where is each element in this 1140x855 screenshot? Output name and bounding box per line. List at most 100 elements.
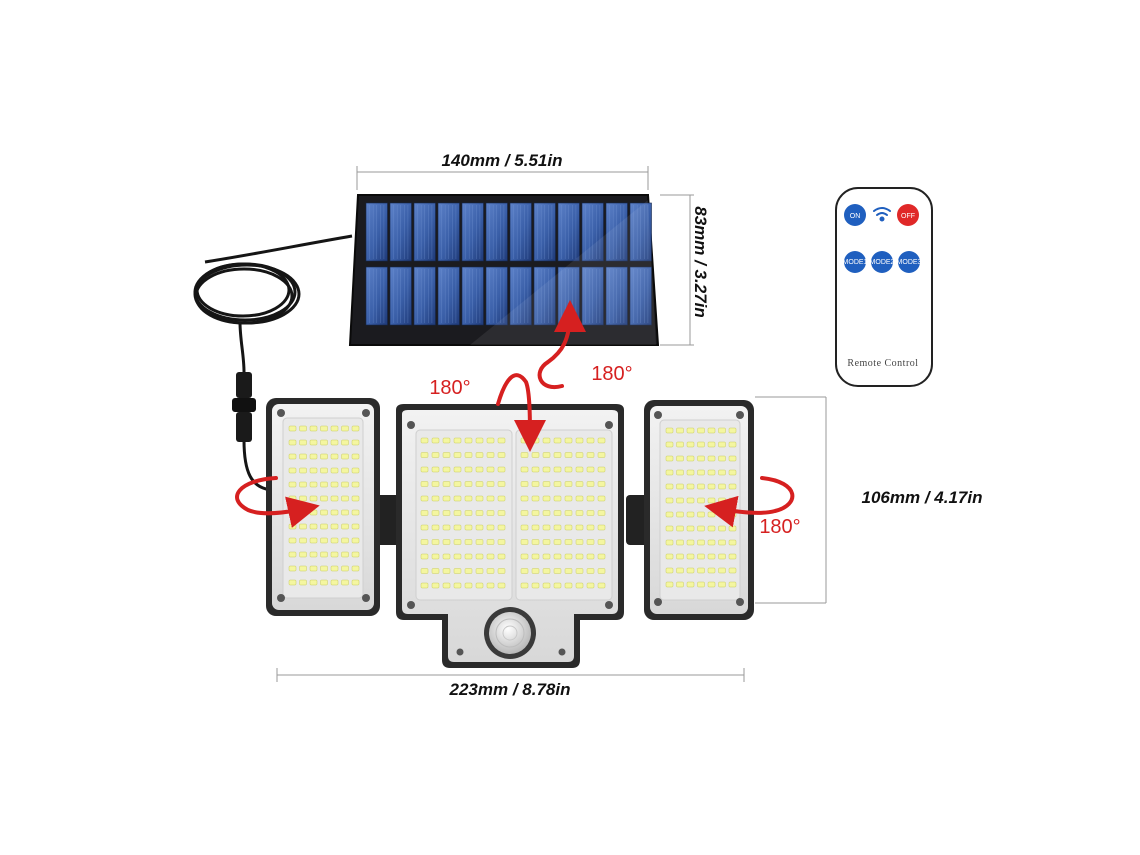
led (320, 439, 328, 446)
led (299, 425, 307, 432)
led (288, 537, 297, 544)
led (707, 511, 716, 518)
led (520, 568, 529, 574)
led (597, 495, 606, 502)
led (553, 553, 562, 560)
led (531, 582, 540, 589)
led (420, 437, 429, 444)
led (420, 568, 429, 574)
led (320, 467, 328, 474)
led (288, 579, 297, 586)
led (697, 469, 705, 476)
side-rotation-label: 180° (759, 516, 800, 538)
led (309, 579, 318, 586)
led (431, 568, 440, 574)
led (309, 551, 318, 558)
led (597, 524, 606, 531)
right-rotation-arrow (704, 476, 795, 528)
led (564, 466, 573, 473)
led (431, 437, 440, 444)
led (676, 441, 684, 448)
led (707, 567, 716, 574)
led (542, 437, 551, 444)
motion-sensor (484, 607, 536, 659)
led (728, 441, 737, 448)
led (497, 481, 506, 487)
led (531, 524, 540, 531)
led (464, 452, 473, 458)
led (309, 537, 318, 544)
led (520, 553, 529, 560)
led (420, 481, 429, 487)
led (497, 466, 506, 473)
led (442, 437, 451, 444)
led (531, 553, 540, 560)
led (728, 469, 737, 476)
led (475, 539, 484, 545)
led (486, 437, 495, 444)
led (520, 466, 529, 473)
led (707, 539, 716, 546)
led (341, 495, 349, 502)
led (486, 510, 495, 516)
led (475, 510, 484, 516)
led (686, 539, 695, 546)
led (728, 539, 737, 546)
led (299, 453, 307, 460)
panel-rotation-label: 180° (591, 363, 632, 385)
panel-rotation-arrow (537, 300, 586, 390)
led (330, 509, 339, 516)
led (564, 539, 573, 545)
led (665, 455, 674, 462)
led (475, 437, 484, 444)
led (453, 510, 462, 516)
led (299, 551, 307, 558)
led (420, 524, 429, 531)
led (575, 495, 584, 502)
led (299, 481, 307, 488)
led (707, 469, 716, 476)
led (542, 495, 551, 502)
led (575, 437, 584, 444)
led (697, 525, 705, 532)
led (665, 567, 674, 574)
led (597, 452, 606, 458)
led (453, 466, 462, 473)
led (420, 510, 429, 516)
led (564, 524, 573, 531)
led (597, 582, 606, 589)
led (464, 481, 473, 487)
led (586, 452, 595, 458)
led (531, 510, 540, 516)
led (531, 466, 540, 473)
on-button (844, 204, 866, 226)
led (330, 467, 339, 474)
led (531, 437, 540, 444)
led (442, 553, 451, 560)
led (586, 495, 595, 502)
led (420, 452, 429, 458)
led (486, 495, 495, 502)
led (575, 539, 584, 545)
led (520, 510, 529, 516)
led (320, 537, 328, 544)
led (475, 582, 484, 589)
led (464, 437, 473, 444)
led (497, 437, 506, 444)
led (707, 525, 716, 532)
led (320, 495, 328, 502)
led (564, 452, 573, 458)
led (564, 510, 573, 516)
led (697, 581, 705, 588)
led (686, 427, 695, 434)
center-rotation-label: 180° (429, 377, 470, 399)
led (531, 481, 540, 487)
mode3-button (898, 251, 920, 273)
led (442, 582, 451, 589)
led (431, 553, 440, 560)
led (728, 455, 737, 462)
led (475, 481, 484, 487)
led (575, 553, 584, 560)
mode1-button-label: MODE1 (843, 259, 868, 266)
led (453, 582, 462, 589)
